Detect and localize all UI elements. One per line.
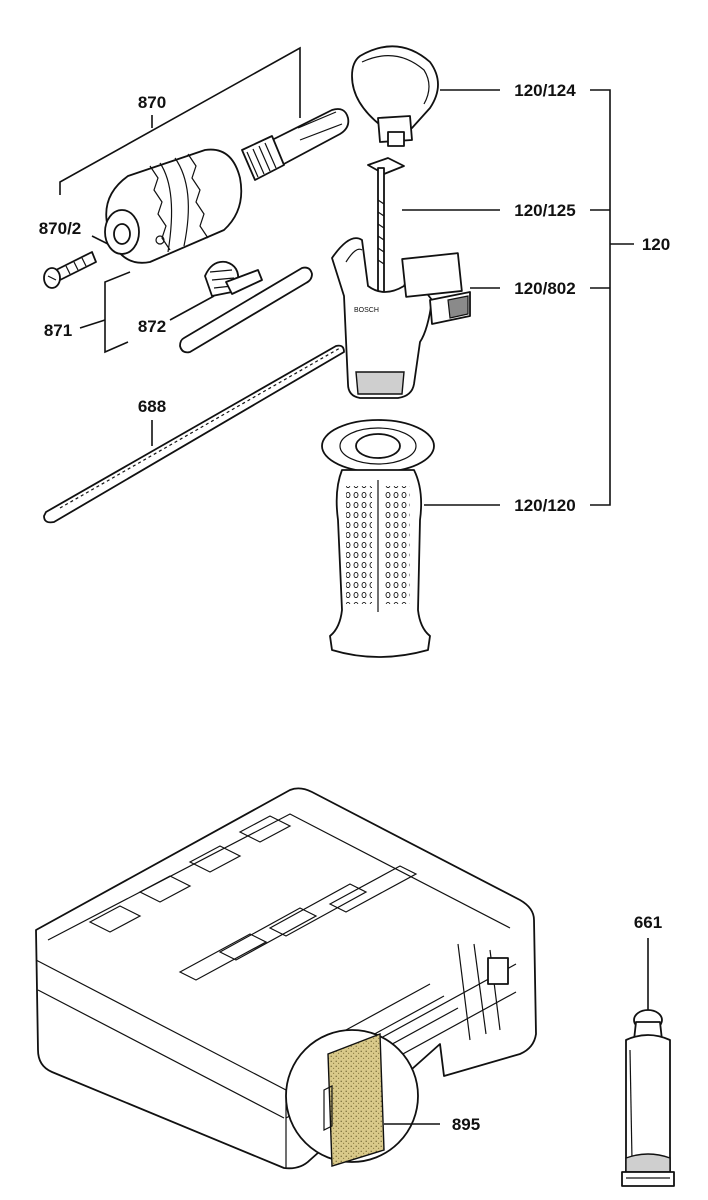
grease-tube-661 xyxy=(621,1009,675,1187)
depth-rod-688 xyxy=(43,344,345,524)
label-688: 688 xyxy=(138,397,166,416)
bracket-871 xyxy=(104,271,131,354)
label-661: 661 xyxy=(634,913,662,932)
bracket-120 xyxy=(590,89,611,506)
leader-870-2 xyxy=(91,235,109,245)
grip-handle xyxy=(321,419,435,658)
clamp-band xyxy=(351,45,439,147)
handle-body: BOSCH xyxy=(331,237,471,399)
auxiliary-handle-group: BOSCH xyxy=(321,45,634,658)
label-870-2: 870/2 xyxy=(39,219,82,238)
carrying-case xyxy=(35,787,537,1170)
chuck-key-872 xyxy=(179,260,313,354)
label-120-125: 120/125 xyxy=(514,201,575,220)
label-872: 872 xyxy=(138,317,166,336)
svg-text:BOSCH: BOSCH xyxy=(354,307,379,314)
chuck-group xyxy=(43,46,350,524)
bracket-870 xyxy=(59,46,301,195)
label-120-802: 120/802 xyxy=(514,279,575,298)
label-870: 870 xyxy=(138,93,166,112)
label-120: 120 xyxy=(642,235,670,254)
sds-adapter-shank xyxy=(241,108,350,181)
leader-872 xyxy=(169,295,215,321)
label-895: 895 xyxy=(452,1115,480,1134)
label-120-120: 120/120 xyxy=(514,496,575,515)
label-871: 871 xyxy=(44,321,72,340)
clamp-bolt xyxy=(367,157,405,301)
label-plate-895 xyxy=(327,1032,385,1167)
leader-871 xyxy=(79,319,106,329)
label-120-124: 120/124 xyxy=(514,81,576,100)
keyed-chuck xyxy=(104,148,243,264)
screw-870-2 xyxy=(43,251,97,289)
